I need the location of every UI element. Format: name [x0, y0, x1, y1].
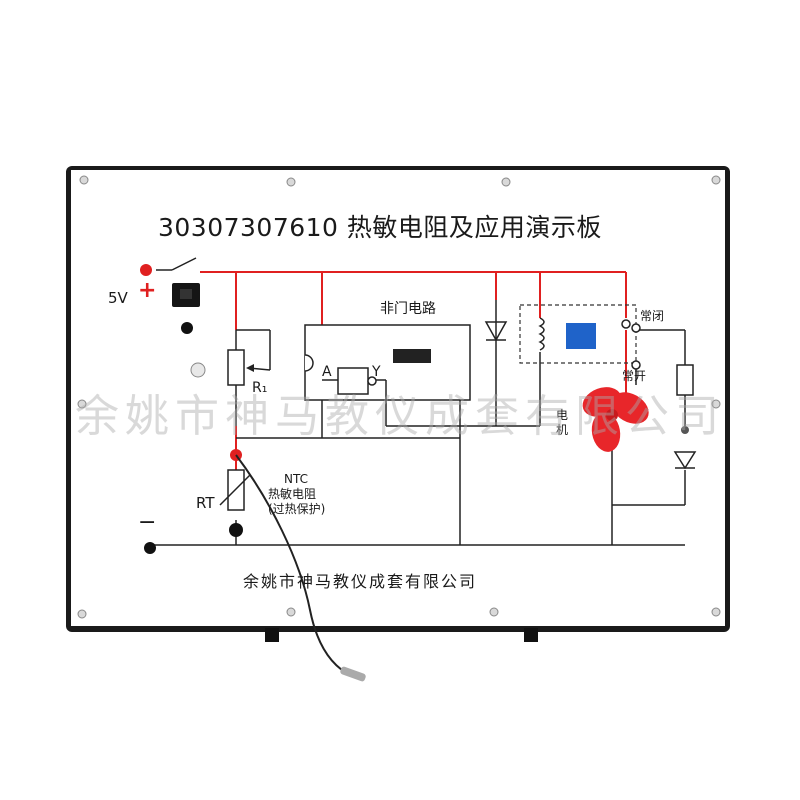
- not-gate-label: 非门电路: [380, 301, 436, 317]
- ntc-desc-1: 热敏电阻: [268, 487, 317, 501]
- minus-sign: −: [138, 510, 157, 535]
- ntc-desc-2: (过热保护): [268, 502, 326, 516]
- gate-output-label: Y: [372, 364, 381, 380]
- watermark: 余姚市神马教仪成套有限公司: [75, 391, 725, 442]
- board-foot-right: [524, 628, 538, 642]
- load-resistor: [676, 364, 694, 396]
- relay-nc-label: 常闭: [640, 309, 665, 323]
- motor-label: 电机: [556, 408, 569, 437]
- ntc-label-block: NTC 热敏电阻 (过热保护): [268, 472, 325, 517]
- power-switch: [140, 257, 200, 334]
- not-gate: [304, 349, 431, 395]
- probe-tip: [340, 666, 366, 682]
- signal-wires: [150, 324, 686, 546]
- ntc-label: NTC: [284, 472, 308, 486]
- r1-label: R₁: [252, 380, 268, 396]
- minus-terminal: [144, 542, 156, 554]
- relay: [519, 304, 641, 370]
- led: [673, 426, 697, 470]
- board-title: 30307307610 热敏电阻及应用演示板: [158, 213, 602, 242]
- screws: [77, 175, 721, 619]
- power-wires: [200, 271, 627, 470]
- maker-label: 余姚市神马教仪成套有限公司: [243, 572, 478, 591]
- diode: [484, 300, 508, 345]
- board-foot-left: [265, 628, 279, 642]
- rt-label: RT: [196, 494, 215, 512]
- potentiometer-r1: [190, 349, 271, 386]
- gate-input-label: A: [322, 364, 332, 380]
- voltage-label: 5V: [108, 289, 128, 307]
- probe-cable: [235, 454, 353, 677]
- ntc-thermistor: [219, 449, 251, 537]
- plus-sign: +: [138, 278, 157, 303]
- relay-no-label: 常开: [622, 369, 647, 383]
- fan: [582, 387, 649, 452]
